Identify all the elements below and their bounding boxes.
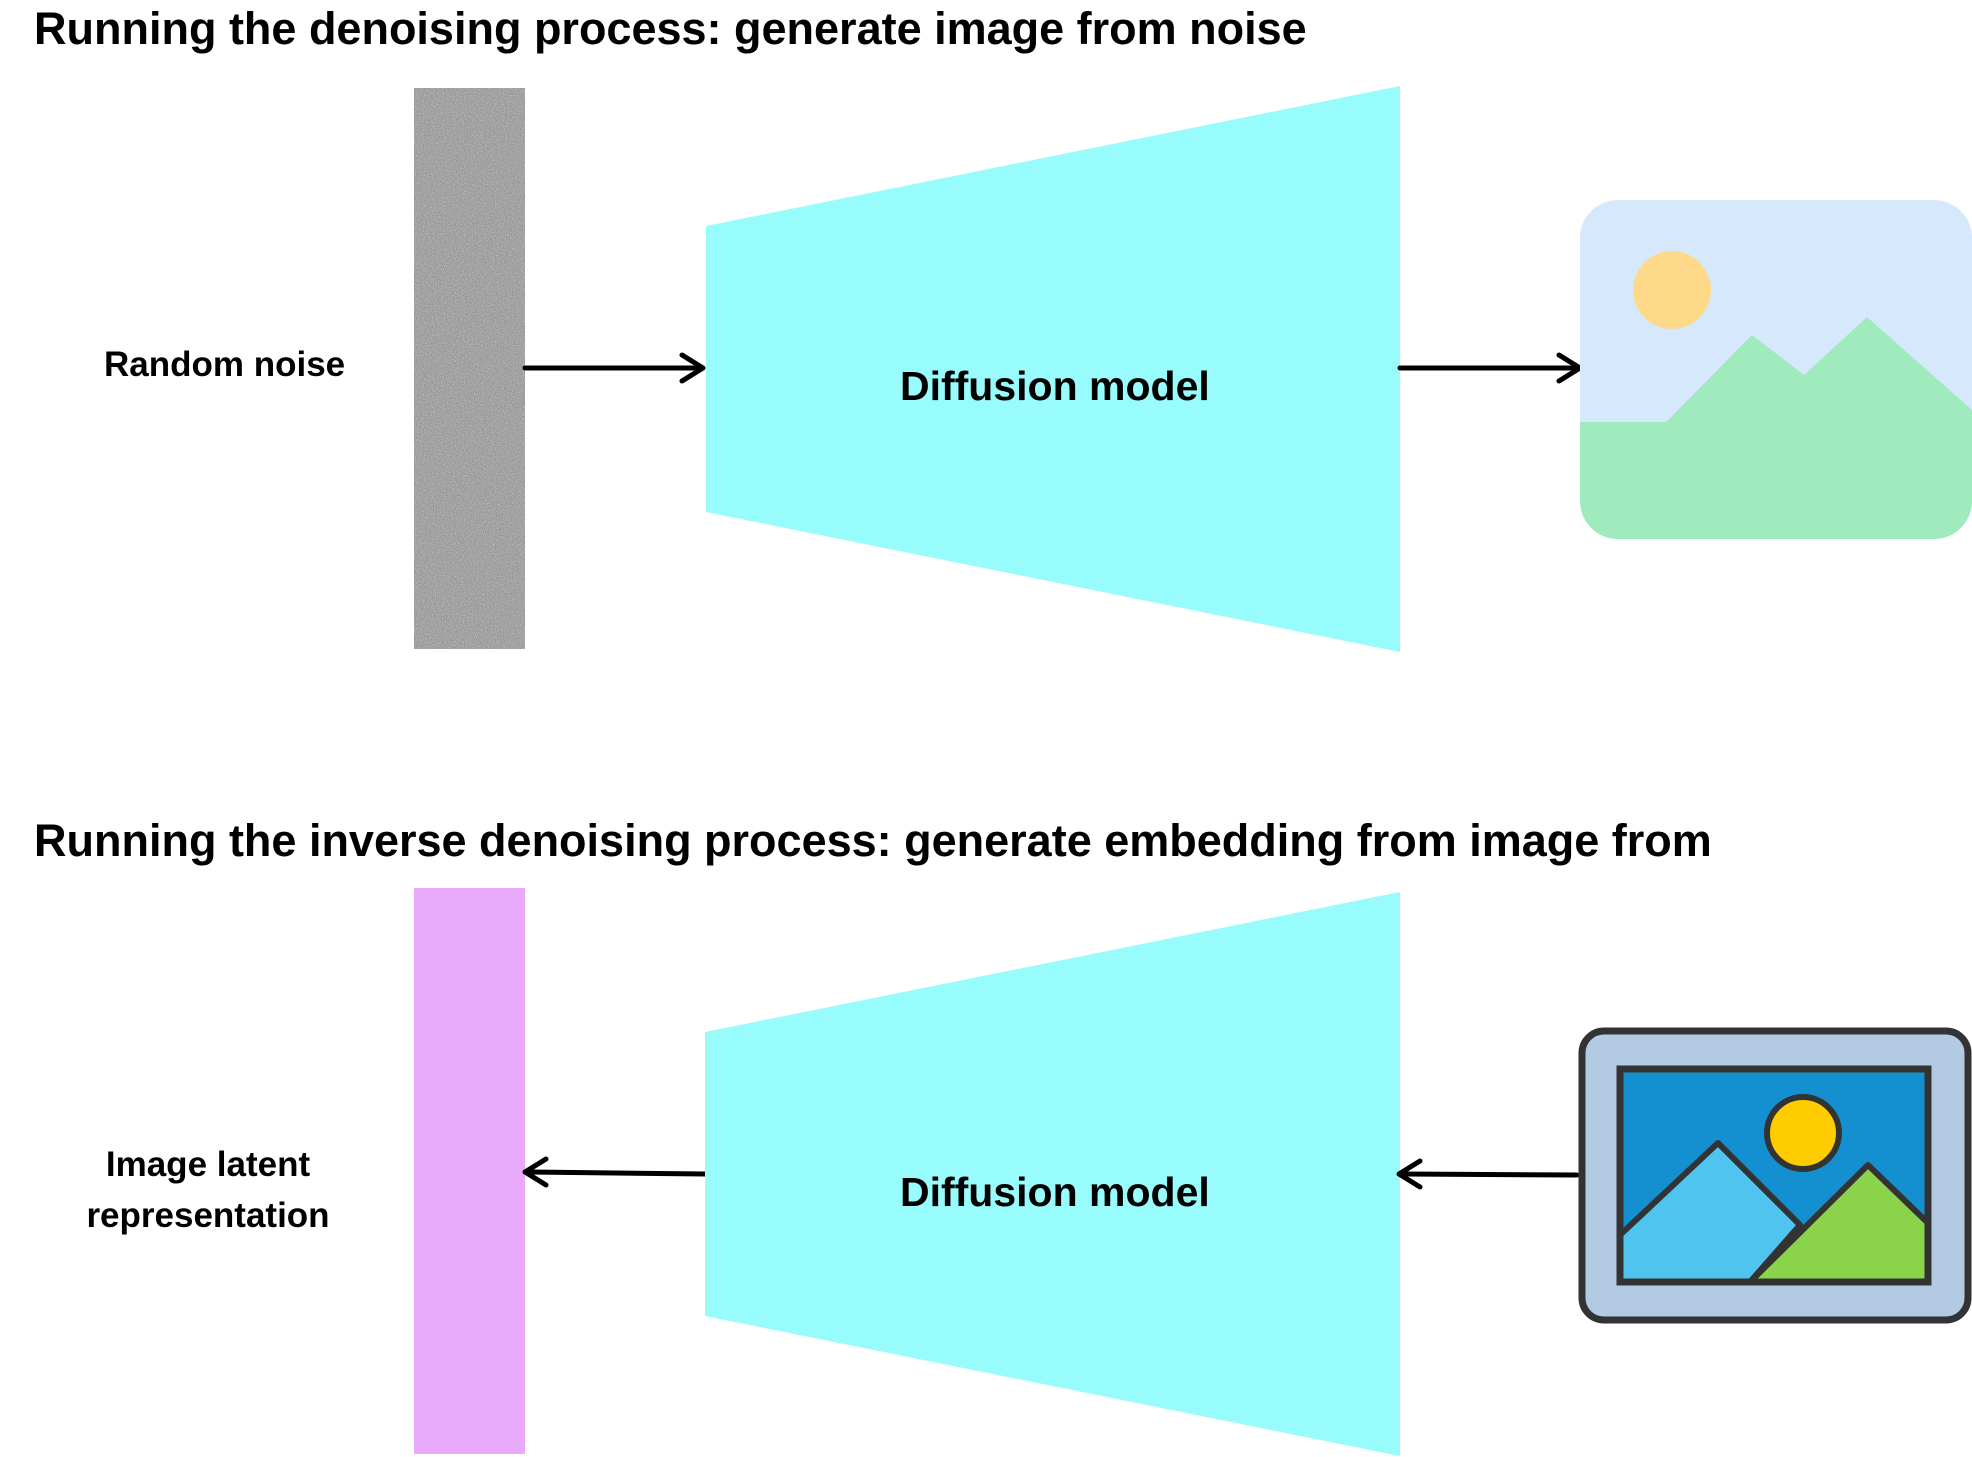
random-noise-label: Random noise [104, 345, 346, 384]
diffusion-model-trapezoid-2 [705, 892, 1400, 1456]
arrow-image-to-model [1396, 1158, 1580, 1190]
landscape-image-icon [1580, 200, 1972, 539]
framed-picture-icon [1578, 1027, 1972, 1324]
image-latent-bar [414, 888, 525, 1454]
arrow-model-to-image [1397, 352, 1583, 384]
diffusion-model-trapezoid-1 [706, 86, 1400, 652]
random-noise-block [414, 88, 525, 649]
image-latent-label: Image latent representation [44, 1140, 372, 1242]
arrow-noise-to-model [522, 352, 706, 384]
image-latent-label-line1: Image latent [105, 1145, 311, 1184]
section-title-denoising: Running the denoising process: generate … [34, 3, 1307, 54]
section-title-inverse-denoising: Running the inverse denoising process: g… [34, 815, 1712, 866]
image-latent-label-line2: representation [86, 1195, 330, 1235]
arrow-model-to-latent [522, 1156, 708, 1188]
diffusion-model-label-1: Diffusion model [900, 363, 1210, 409]
diffusion-model-label-2: Diffusion model [900, 1169, 1210, 1215]
